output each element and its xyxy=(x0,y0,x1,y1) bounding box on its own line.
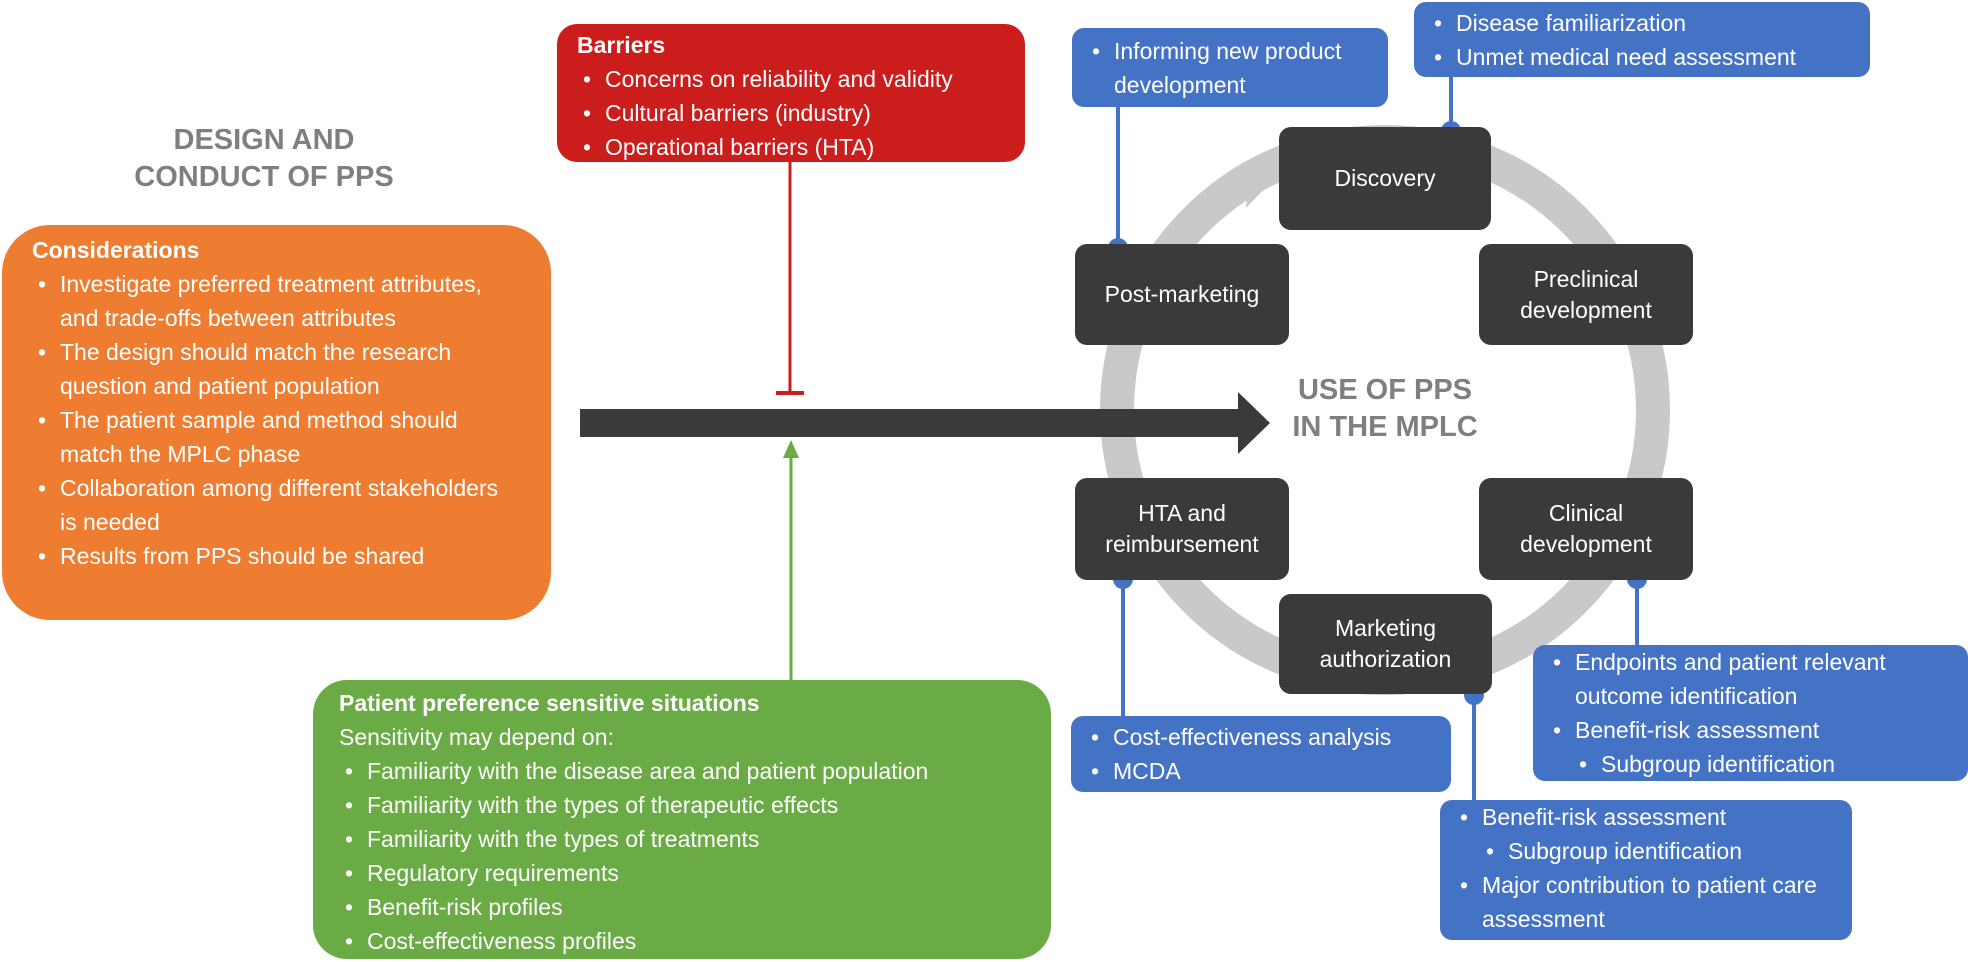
use-heading: USE OF PPS IN THE MPLC xyxy=(1292,374,1478,443)
considerations-box: Considerations Investigate preferred tre… xyxy=(2,225,551,620)
use-box-clinical: Endpoints and patient relevant outcome i… xyxy=(1533,645,1968,781)
preference-arrowhead xyxy=(783,440,799,458)
preference-item: Benefit-risk profiles xyxy=(339,890,1025,924)
barrier-item: Operational barriers (HTA) xyxy=(577,130,1005,164)
use-box-hta: Cost-effectiveness analysis MCDA xyxy=(1071,716,1451,792)
consideration-item: The patient sample and method should mat… xyxy=(32,403,521,471)
consideration-item: The design should match the research que… xyxy=(32,335,521,403)
use-item: Disease familiarization xyxy=(1428,6,1856,40)
phase-marketing: Marketing authorization xyxy=(1279,594,1492,694)
barriers-box: Barriers Concerns on reliability and val… xyxy=(557,24,1025,164)
use-subitem: Subgroup identification xyxy=(1454,834,1838,868)
barriers-title: Barriers xyxy=(577,32,666,58)
use-item: Major contribution to patient care asses… xyxy=(1454,868,1838,936)
design-heading: DESIGN AND CONDUCT OF PPS xyxy=(134,124,394,193)
barriers-list: Concerns on reliability and validity Cul… xyxy=(577,62,1005,164)
preference-item: Regulatory requirements xyxy=(339,856,1025,890)
considerations-list: Investigate preferred treatment attribut… xyxy=(32,267,521,573)
consideration-item: Results from PPS should be shared xyxy=(32,539,521,573)
barrier-item: Cultural barriers (industry) xyxy=(577,96,1005,130)
preference-item: Familiarity with the types of therapeuti… xyxy=(339,788,1025,822)
phase-post-marketing: Post-marketing xyxy=(1075,244,1289,345)
use-item: Cost-effectiveness analysis xyxy=(1085,720,1437,754)
use-item: Unmet medical need assessment xyxy=(1428,40,1856,74)
consideration-item: Investigate preferred treatment attribut… xyxy=(32,267,521,335)
phase-hta: HTA and reimbursement xyxy=(1075,478,1289,580)
use-subitem: Subgroup identification xyxy=(1547,747,1954,781)
preference-item: Familiarity with the disease area and pa… xyxy=(339,754,1025,788)
phase-preclinical: Preclinical development xyxy=(1479,244,1693,345)
use-box-marketing: Benefit-risk assessment Subgroup identif… xyxy=(1440,800,1852,940)
patient-preference-intro: Sensitivity may depend on: xyxy=(339,724,614,750)
considerations-title: Considerations xyxy=(32,237,200,263)
cycle-arrowhead xyxy=(1246,183,1270,208)
patient-preference-box: Patient preference sensitive situations … xyxy=(313,680,1051,959)
consideration-item: Collaboration among different stakeholde… xyxy=(32,471,521,539)
preference-item: Familiarity with the types of treatments xyxy=(339,822,1025,856)
barrier-item: Concerns on reliability and validity xyxy=(577,62,1005,96)
use-box-discovery: Disease familiarization Unmet medical ne… xyxy=(1414,2,1870,77)
phase-clinical: Clinical development xyxy=(1479,478,1693,580)
phase-discovery: Discovery xyxy=(1279,127,1491,230)
use-item: Informing new product development xyxy=(1086,34,1374,102)
use-item: Benefit-risk assessment xyxy=(1547,713,1954,747)
use-item: Endpoints and patient relevant outcome i… xyxy=(1547,645,1954,713)
patient-preference-title: Patient preference sensitive situations xyxy=(339,690,760,716)
use-item: MCDA xyxy=(1085,754,1437,788)
patient-preference-list: Familiarity with the disease area and pa… xyxy=(339,754,1025,958)
use-item: Benefit-risk assessment xyxy=(1454,800,1838,834)
main-arrow-head xyxy=(1238,392,1270,454)
use-box-post-marketing: Informing new product development xyxy=(1072,28,1388,107)
main-arrow-shaft xyxy=(580,409,1238,437)
preference-item: Cost-effectiveness profiles xyxy=(339,924,1025,958)
